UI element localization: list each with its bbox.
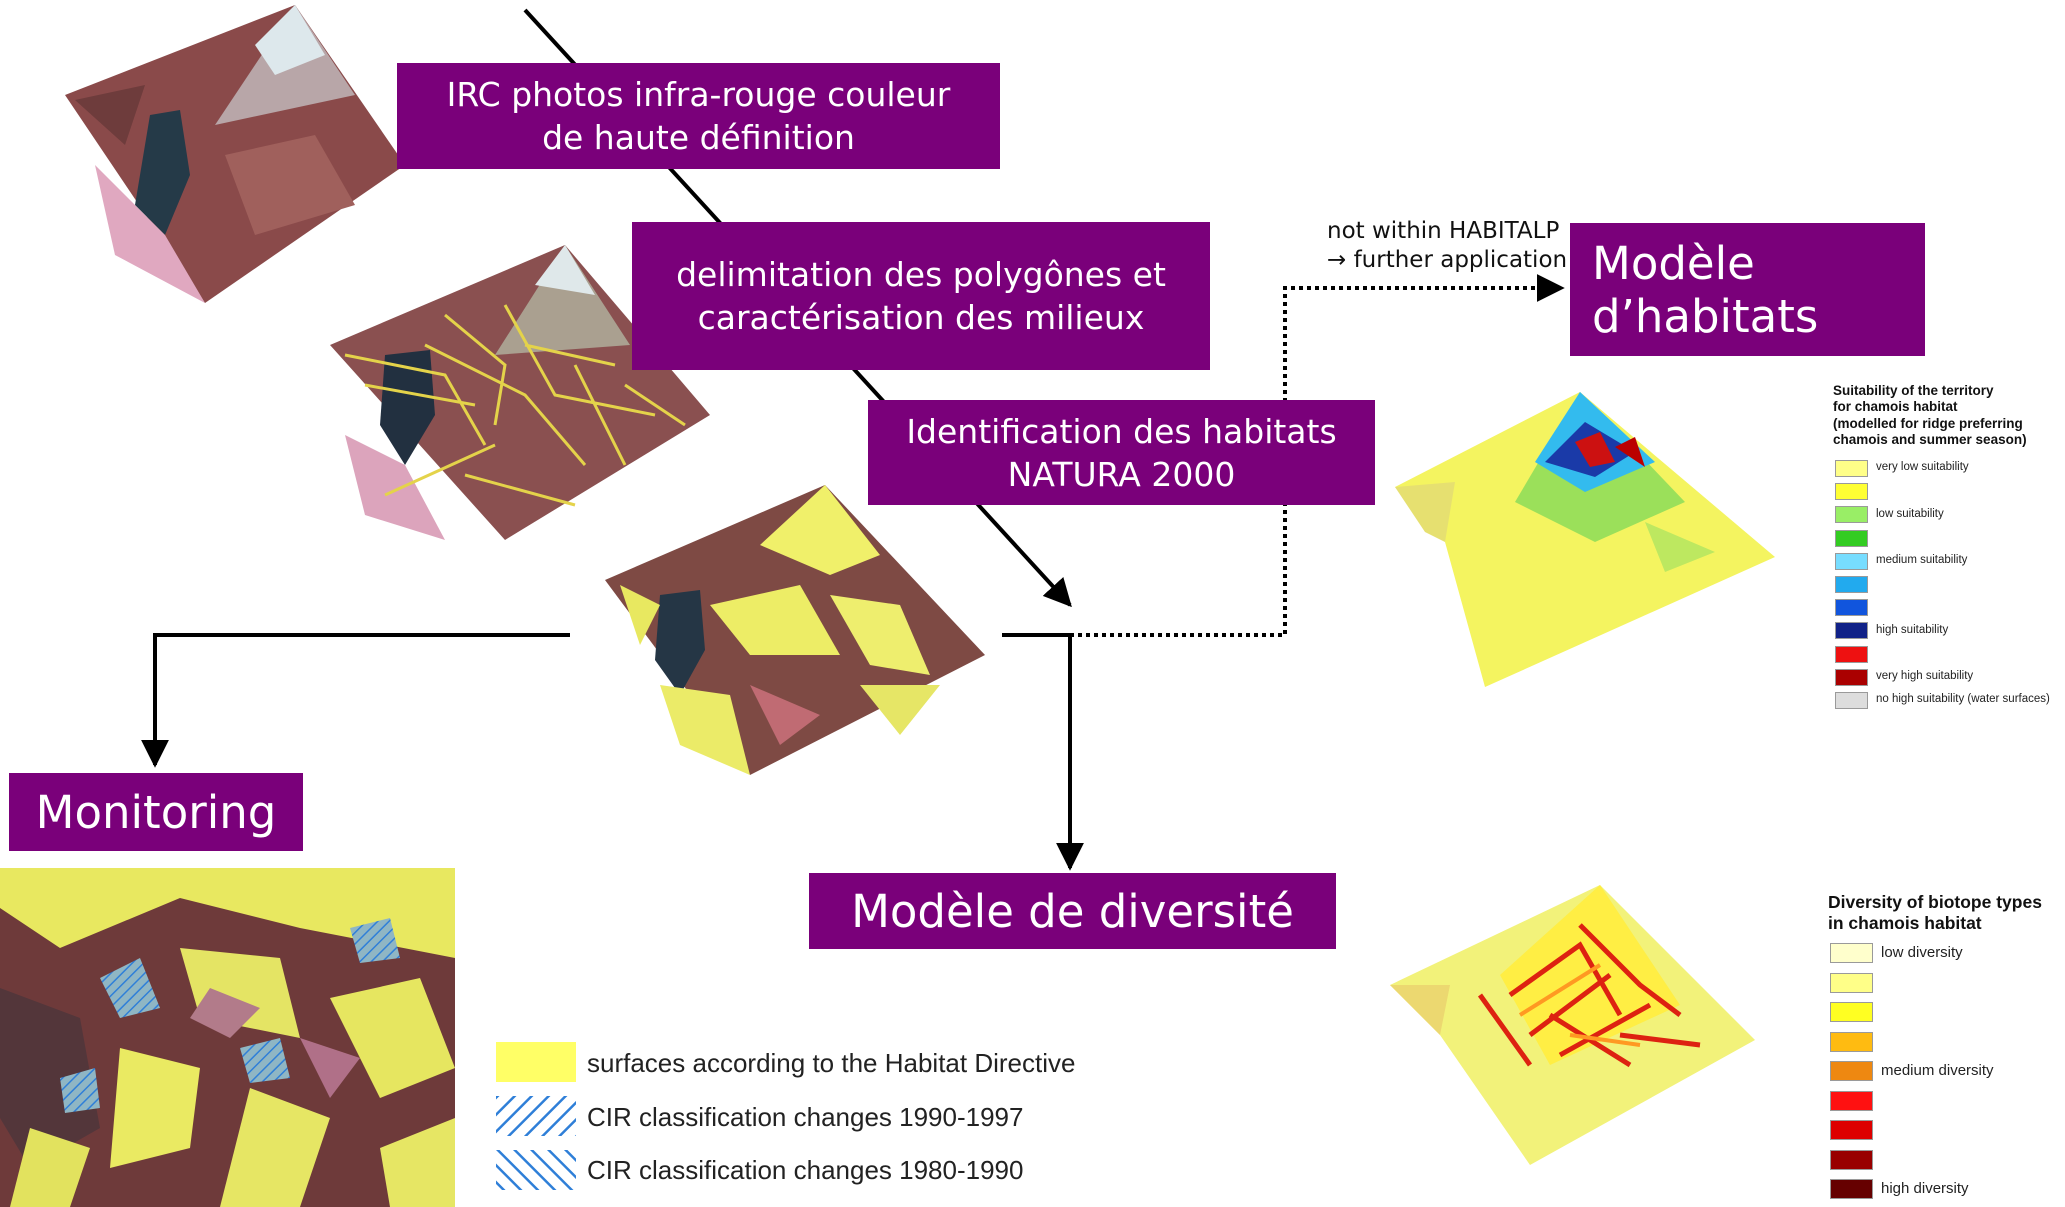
diversity-legend-swatch-6 (1830, 1090, 1873, 1111)
habitats-model-box: Modèle d’habitats (1570, 223, 1925, 356)
suitability-legend-swatch-4 (1835, 529, 1868, 547)
habitalp-note: not within HABITALP → further applicatio… (1327, 217, 1567, 275)
legend-label-habitat-directive: surfaces according to the Habitat Direct… (587, 1048, 1076, 1078)
legend-label-changes-1980-1990: CIR classification changes 1980-1990 (587, 1155, 1024, 1185)
suitability-legend-swatch-3 (1835, 506, 1868, 524)
diversity-legend-swatch-1 (1830, 943, 1873, 963)
terrain-polygons-image (330, 245, 710, 540)
delimitation-box: delimitation des polygônes et caractéris… (632, 222, 1210, 370)
habitalp-note-line-1: not within HABITALP (1327, 218, 1560, 244)
suitability-legend-swatch-5 (1835, 552, 1868, 570)
habitalp-note-line-2: → further application (1327, 247, 1568, 273)
monitoring-box: Monitoring (9, 773, 303, 851)
diversity-legend-swatch-7 (1830, 1120, 1873, 1140)
diversity-legend-swatch-9 (1830, 1179, 1873, 1199)
terrain-infrared-image (65, 5, 405, 303)
suitability-legend-swatch-2 (1835, 483, 1868, 501)
diversity-model-box: Modèle de diversité (809, 873, 1336, 949)
suitability-legend-swatch-8 (1835, 622, 1868, 640)
suitability-legend-swatch-9 (1835, 645, 1868, 663)
habitats-dotted-connector (1070, 274, 1565, 637)
diversity-legend-label-9: high diversity (1881, 1179, 1969, 1197)
suitability-legend-title: Suitability of the territory for chamois… (1833, 383, 2027, 448)
identification-label: Identification des habitats NATURA 2000 (906, 411, 1337, 494)
suitability-legend-swatch-6 (1835, 576, 1868, 593)
terrain-natura-habitats-image (605, 485, 985, 775)
irc-photos-label: IRC photos infra-rouge couleur de haute … (446, 75, 951, 157)
suitability-legend-label-3: low suitability (1876, 507, 1944, 520)
diversity-legend-swatch-4 (1830, 1031, 1873, 1052)
legend-swatch-habitat-directive (496, 1042, 576, 1082)
suitability-legend-swatch-10 (1835, 668, 1868, 686)
habitats-model-label: Modèle d’habitats (1592, 236, 1819, 343)
suitability-legend-label-10: very high suitability (1876, 670, 1974, 683)
suitability-legend-label-11: no high suitability (water surfaces) (1876, 693, 2050, 706)
suitability-model-image (1395, 392, 1775, 687)
suitability-legend-swatch-7 (1835, 599, 1868, 617)
monitoring-label: Monitoring (35, 785, 277, 839)
monitoring-map-image (0, 868, 455, 1207)
diversity-legend-label-5: medium diversity (1881, 1061, 1994, 1079)
legend-swatch-changes-1980-1990 (496, 1150, 576, 1190)
irc-photos-box: IRC photos infra-rouge couleur de haute … (397, 63, 1000, 169)
legend-swatch-changes-1990-1997 (496, 1096, 576, 1136)
monitoring-connector (141, 633, 570, 768)
delimitation-label: delimitation des polygônes et caractéris… (676, 255, 1166, 337)
diversity-legend-label-1: low diversity (1881, 943, 1963, 961)
suitability-legend-swatch-11 (1835, 692, 1868, 709)
diversity-model-image (1390, 885, 1755, 1165)
diversity-connector (1002, 633, 1084, 871)
diversity-legend-swatch-2 (1830, 972, 1873, 993)
diversity-legend-title: Diversity of biotope types in chamois ha… (1828, 892, 2042, 934)
legend-label-changes-1990-1997: CIR classification changes 1990-1997 (587, 1102, 1024, 1132)
suitability-legend-label-5: medium suitability (1876, 554, 1968, 567)
identification-box: Identification des habitats NATURA 2000 (868, 400, 1375, 505)
diversity-legend-swatch-3 (1830, 1002, 1873, 1022)
suitability-legend-swatch-1 (1835, 460, 1868, 477)
suitability-legend-label-1: very low suitability (1876, 461, 1969, 474)
diversity-model-label: Modèle de diversité (851, 884, 1294, 938)
diversity-legend-swatch-8 (1830, 1149, 1873, 1170)
suitability-legend-label-8: high suitability (1876, 623, 1949, 636)
diversity-legend-swatch-5 (1830, 1061, 1873, 1081)
